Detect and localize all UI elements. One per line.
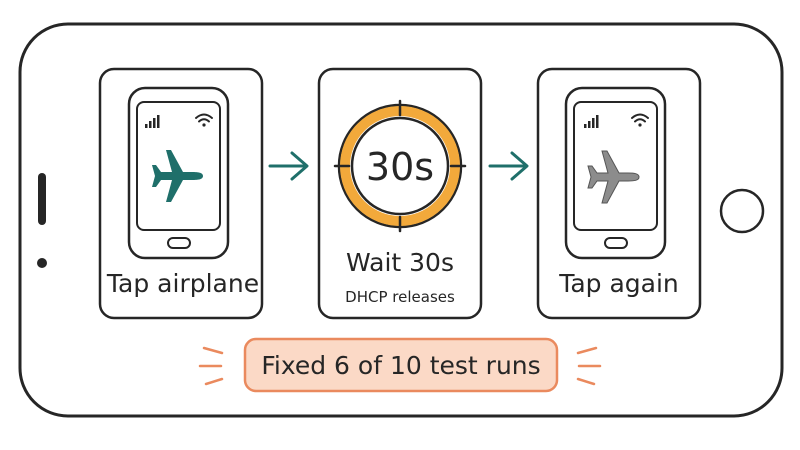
phone-speaker-slot (38, 173, 46, 225)
result-badge (243, 337, 559, 393)
step-label: Wait 30s (346, 248, 454, 277)
step-card-tap-again: Tap again (536, 67, 702, 320)
timer-ring-icon (333, 99, 467, 233)
step-card-wait: 30s Wait 30s DHCP releases (317, 67, 483, 320)
emphasis-marks-right (576, 346, 602, 386)
emphasis-marks-left (198, 346, 224, 386)
signal-bars-icon (584, 115, 599, 128)
timer-value: 30s (366, 145, 434, 189)
wifi-icon (631, 113, 649, 127)
airplane-icon (587, 150, 640, 204)
result-text: Fixed 6 of 10 test runs (261, 351, 540, 380)
signal-bars-icon (145, 115, 160, 128)
step-label: Tap again (558, 269, 679, 298)
flow-arrow-2 (488, 151, 529, 181)
phone-camera-dot (37, 258, 47, 268)
flow-arrow-1 (268, 151, 309, 181)
step-label: Tap airplane (106, 269, 259, 298)
step-sublabel: DHCP releases (345, 288, 455, 306)
airplane-icon (152, 150, 203, 202)
phone-home-button (719, 188, 765, 234)
step-card-tap-airplane: Tap airplane (98, 67, 264, 320)
wifi-icon (195, 113, 213, 127)
